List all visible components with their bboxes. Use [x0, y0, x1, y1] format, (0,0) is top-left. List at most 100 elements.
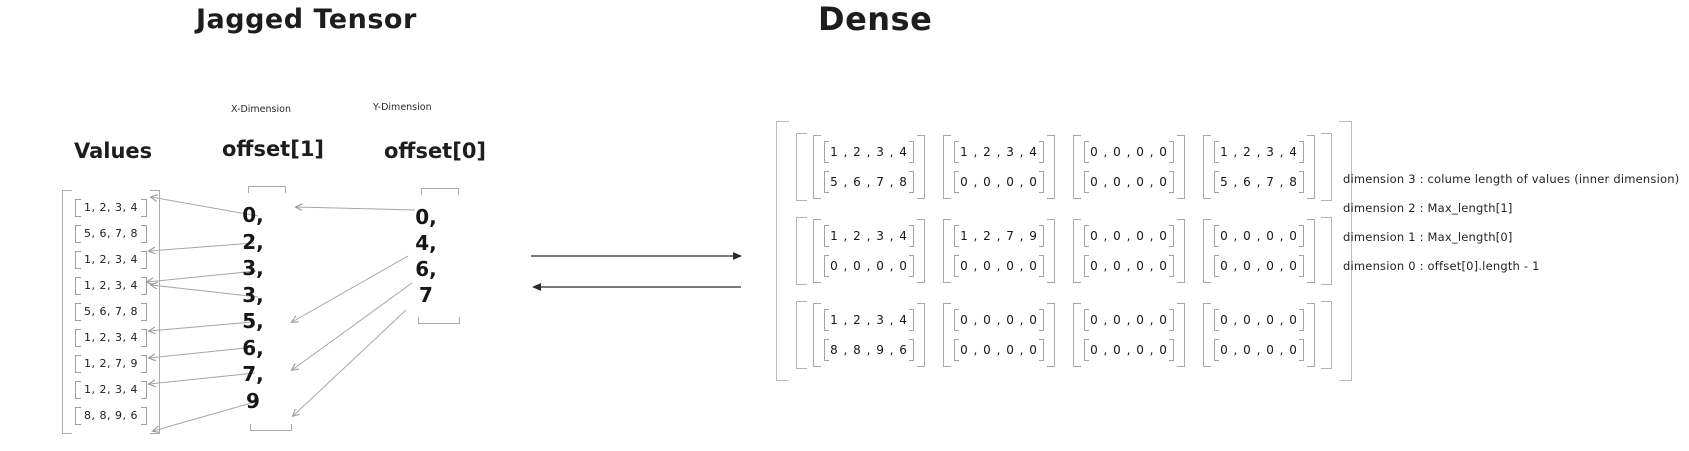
matrix-row-text: 0 , 0 , 0 , 0: [1090, 175, 1168, 189]
inner-right-bracket: [1299, 171, 1304, 193]
row-left-bracket: [75, 303, 81, 321]
offset1-values: 0, 2, 3, 3, 5, 6, 7, 9: [230, 202, 276, 414]
annotation-dimension-0: dimension 0 : offset[0].length - 1: [1343, 259, 1540, 273]
matrix-right-bracket: [1047, 135, 1055, 199]
matrix-row-text: 0 , 0 , 0 , 0: [1220, 343, 1298, 357]
inner-left-bracket: [1214, 171, 1219, 193]
row-right-bracket: [141, 277, 147, 295]
group-right-bracket: [1321, 217, 1332, 285]
row-right-bracket: [141, 355, 147, 373]
dense-matrix: 0 , 0 , 0 , 0 0 , 0 , 0 , 0: [1073, 219, 1185, 283]
offset0-column-label: offset[0]: [384, 139, 487, 163]
matrix-right-bracket: [1177, 303, 1185, 367]
inner-left-bracket: [824, 141, 829, 163]
y-dimension-label: Y-Dimension: [373, 102, 432, 113]
inner-left-bracket: [1214, 255, 1219, 277]
offset0-value: 6,: [415, 257, 437, 281]
values-row-text: 8, 8, 9, 6: [84, 409, 138, 422]
values-row-text: 1, 2, 3, 4: [84, 331, 138, 344]
matrix-row-text: 1 , 2 , 3 , 4: [960, 145, 1038, 159]
matrix-left-bracket: [1073, 135, 1081, 199]
matrix-row-text: 0 , 0 , 0 , 0: [1090, 229, 1168, 243]
row-right-bracket: [141, 303, 147, 321]
dense-matrix: 0 , 0 , 0 , 0 0 , 0 , 0 , 0: [1073, 303, 1185, 367]
inner-right-bracket: [1169, 171, 1174, 193]
group-left-bracket: [796, 301, 807, 369]
matrix-row-text: 0 , 0 , 0 , 0: [1090, 259, 1168, 273]
inner-right-bracket: [1299, 339, 1304, 361]
matrix-right-bracket: [917, 303, 925, 367]
row-left-bracket: [75, 277, 81, 295]
inner-left-bracket: [1084, 225, 1089, 247]
offset1-value: 3,: [242, 282, 264, 307]
matrix-row-text: 1 , 2 , 3 , 4: [830, 145, 908, 159]
values-row: 1, 2, 3, 4: [75, 379, 147, 401]
values-row: 8, 8, 9, 6: [75, 405, 147, 427]
matrix-row-text: 0 , 0 , 0 , 0: [1090, 313, 1168, 327]
row-left-bracket: [75, 407, 81, 425]
inner-right-bracket: [1169, 225, 1174, 247]
conversion-arrows: [531, 256, 741, 287]
group-left-bracket: [796, 133, 807, 201]
matrix-row-text: 0 , 0 , 0 , 0: [1220, 259, 1298, 273]
inner-left-bracket: [954, 225, 959, 247]
inner-left-bracket: [1084, 141, 1089, 163]
matrix-row-text: 1 , 2 , 3 , 4: [830, 229, 908, 243]
row-right-bracket: [141, 407, 147, 425]
inner-left-bracket: [824, 225, 829, 247]
matrix-left-bracket: [943, 219, 951, 283]
row-left-bracket: [75, 381, 81, 399]
dimension-annotations: dimension 3 : colume length of values (i…: [1343, 165, 1679, 281]
offset0-value: 0,: [415, 205, 437, 229]
matrix-row-text: 1 , 2 , 3 , 4: [830, 313, 908, 327]
dense-row-group: 1 , 2 , 3 , 4 5 , 6 , 7 , 8 1 , 2 , 3 , 4…: [796, 131, 1332, 203]
values-row: 5, 6, 7, 8: [75, 301, 147, 323]
offset0-value: 4,: [415, 231, 437, 255]
row-right-bracket: [141, 381, 147, 399]
values-column-label: Values: [74, 139, 153, 163]
inner-right-bracket: [1039, 339, 1044, 361]
matrix-right-bracket: [1177, 219, 1185, 283]
inner-left-bracket: [1214, 309, 1219, 331]
row-left-bracket: [75, 329, 81, 347]
inner-left-bracket: [1084, 339, 1089, 361]
matrix-row-text: 1 , 2 , 3 , 4: [1220, 145, 1298, 159]
inner-left-bracket: [954, 339, 959, 361]
matrix-row-text: 0 , 0 , 0 , 0: [1090, 343, 1168, 357]
matrix-right-bracket: [1307, 219, 1315, 283]
offset1-value: 3,: [242, 256, 264, 280]
inner-right-bracket: [1039, 225, 1044, 247]
inner-left-bracket: [954, 141, 959, 163]
values-row: 1, 2, 7, 9: [75, 353, 147, 375]
matrix-left-bracket: [813, 303, 821, 367]
row-right-bracket: [141, 199, 147, 217]
values-array: 1, 2, 3, 4 5, 6, 7, 8 1, 2, 3, 4 1, 2, 3…: [62, 190, 160, 434]
values-outer-right-bracket: [150, 190, 160, 434]
inner-right-bracket: [1299, 309, 1304, 331]
matrix-row-text: 1 , 2 , 7 , 9: [960, 229, 1038, 243]
inner-right-bracket: [1299, 255, 1304, 277]
row-left-bracket: [75, 355, 81, 373]
offset1-value: 0,: [242, 203, 264, 227]
dense-row-group: 1 , 2 , 3 , 4 0 , 0 , 0 , 0 1 , 2 , 7 , 9…: [796, 215, 1332, 287]
inner-left-bracket: [954, 309, 959, 331]
inner-left-bracket: [1214, 339, 1219, 361]
offset1-value: 6,: [242, 335, 264, 360]
inner-left-bracket: [954, 255, 959, 277]
offset1-top-bracket: [248, 186, 286, 193]
matrix-strip: 1 , 2 , 3 , 4 0 , 0 , 0 , 0 1 , 2 , 7 , 9…: [807, 215, 1321, 287]
matrix-left-bracket: [943, 135, 951, 199]
values-row-text: 1, 2, 7, 9: [84, 357, 138, 370]
dense-tensor: 1 , 2 , 3 , 4 5 , 6 , 7 , 8 1 , 2 , 3 , 4…: [776, 121, 1352, 381]
row-right-bracket: [141, 329, 147, 347]
matrix-row-text: 5 , 6 , 7 , 8: [1220, 175, 1298, 189]
matrix-row-text: 0 , 0 , 0 , 0: [1090, 145, 1168, 159]
group-left-bracket: [796, 217, 807, 285]
inner-right-bracket: [909, 225, 914, 247]
matrix-right-bracket: [917, 135, 925, 199]
values-row: 1, 2, 3, 4: [75, 197, 147, 219]
